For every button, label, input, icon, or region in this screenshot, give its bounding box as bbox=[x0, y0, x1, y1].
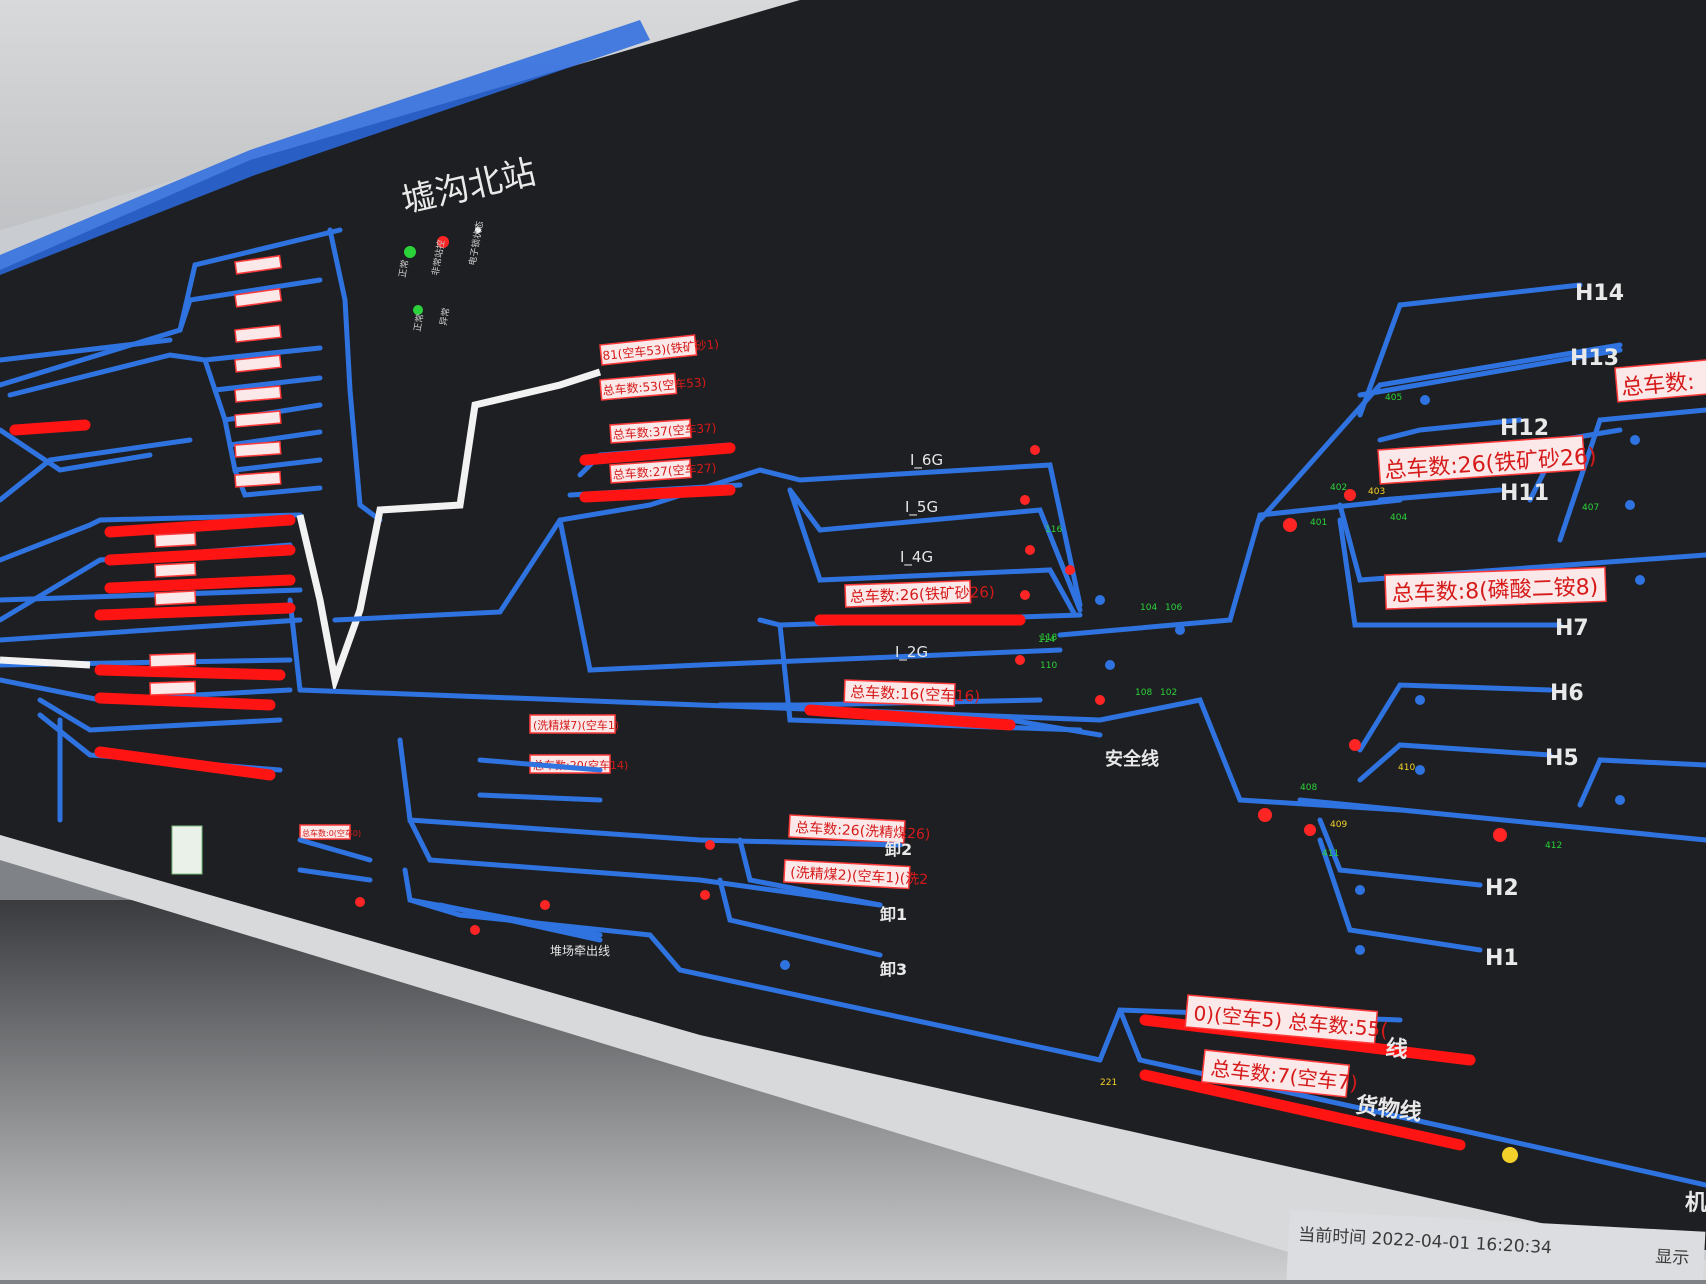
footer-bar bbox=[1286, 1210, 1706, 1284]
footer-extra: 显示 bbox=[1655, 1247, 1690, 1269]
switch-411: 411 bbox=[1322, 849, 1339, 859]
switch-407: 407 bbox=[1582, 503, 1599, 513]
legend-label-4: 正常 bbox=[411, 313, 426, 333]
lower-trim bbox=[0, 835, 1706, 1280]
label-mid-empty16: 总车数:16(空车16) bbox=[850, 683, 980, 706]
right-yard bbox=[1257, 282, 1706, 955]
exit-line-label: 堆场牵出线 bbox=[550, 944, 610, 958]
end-h12: H12 bbox=[1500, 416, 1549, 441]
legend-dot-station bbox=[437, 236, 449, 248]
label-bot1-suffix: 线 bbox=[1384, 1035, 1409, 1063]
label-left-small: 总车数:0(空车0) bbox=[302, 828, 361, 838]
label-box-coal1 bbox=[529, 714, 616, 734]
switch-408: 408 bbox=[1300, 783, 1317, 793]
label-box-right-iron bbox=[1377, 434, 1586, 485]
label-box-coal4 bbox=[783, 859, 911, 890]
switch-numbers: 401 402 403 404 405 407 408 409 410 411 … bbox=[1038, 393, 1599, 1088]
label-top3: 总车数:37(空车37) bbox=[612, 420, 717, 442]
end-h13: H13 bbox=[1570, 346, 1619, 371]
legend-label-1: 正常 bbox=[396, 259, 411, 279]
switch-405: 405 bbox=[1385, 393, 1402, 403]
end-h7: H7 bbox=[1555, 616, 1589, 641]
yellow-signal bbox=[1502, 1147, 1518, 1163]
track-i4g: I_4G bbox=[900, 548, 933, 567]
end-h5: H5 bbox=[1545, 746, 1579, 771]
legend-dot-lock bbox=[475, 227, 481, 233]
legend-dot-normal-2 bbox=[413, 305, 423, 315]
wall-indicator bbox=[171, 825, 203, 875]
switch-108: 108 bbox=[1135, 688, 1152, 698]
switch-104: 104 bbox=[1140, 603, 1157, 613]
switch-110: 110 bbox=[1040, 661, 1057, 671]
switch-102: 102 bbox=[1160, 688, 1177, 698]
end-safety: 安全线 bbox=[1105, 748, 1159, 770]
switch-118: 118 bbox=[1040, 633, 1057, 643]
end-xie3: 卸3 bbox=[880, 960, 907, 979]
label-box-right-top bbox=[1614, 358, 1706, 403]
label-box-bot1 bbox=[1184, 994, 1379, 1045]
switch-404: 404 bbox=[1390, 513, 1407, 523]
switch-402: 402 bbox=[1330, 483, 1347, 493]
label-box-coal3 bbox=[788, 814, 906, 844]
switch-409: 409 bbox=[1330, 820, 1347, 830]
switch-116: 116 bbox=[1045, 525, 1062, 535]
switch-412: 412 bbox=[1545, 841, 1562, 851]
label-mid-iron: 总车数:26(铁矿砂26) bbox=[850, 583, 995, 606]
label-box-mid-empty16 bbox=[843, 679, 956, 707]
switch-106: 106 bbox=[1165, 603, 1182, 613]
end-h6: H6 bbox=[1550, 681, 1584, 706]
lower-tracks bbox=[297, 737, 1706, 1188]
end-ji: 机 bbox=[1685, 1191, 1706, 1216]
label-coal1: (洗精煤7)(空车1) bbox=[533, 718, 619, 732]
legend-label-5: 异常 bbox=[437, 307, 452, 327]
track-i6g: I_6G bbox=[910, 451, 943, 470]
end-h1: H1 bbox=[1485, 946, 1519, 971]
main-tracks bbox=[297, 442, 1403, 813]
label-top4: 总车数:27(空车27) bbox=[612, 460, 717, 482]
label-box-right-phos bbox=[1384, 566, 1607, 610]
switch-114: 114 bbox=[1038, 635, 1055, 645]
track-i5g: I_5G bbox=[905, 498, 938, 517]
label-box-top3 bbox=[609, 418, 692, 444]
end-h11: H11 bbox=[1500, 481, 1549, 506]
switch-401: 401 bbox=[1310, 518, 1327, 528]
switch-410: 410 bbox=[1398, 763, 1415, 773]
end-xie2: 卸2 bbox=[885, 840, 912, 859]
switch-221: 221 bbox=[1100, 1078, 1117, 1088]
left-yard bbox=[0, 227, 602, 823]
switch-403: 403 bbox=[1368, 487, 1385, 497]
label-box-left-small bbox=[299, 824, 351, 840]
legend-dot-normal bbox=[404, 246, 416, 258]
end-h2: H2 bbox=[1485, 876, 1519, 901]
label-box-top1 bbox=[599, 334, 698, 366]
track-i2g: I_2G bbox=[895, 643, 928, 662]
end-h14: H14 bbox=[1575, 281, 1624, 306]
label-box-top4 bbox=[609, 458, 692, 484]
top-bar bbox=[0, 20, 650, 275]
label-box-mid-iron bbox=[844, 579, 972, 608]
end-xie1: 卸1 bbox=[880, 905, 907, 924]
label-box-top2 bbox=[599, 372, 678, 401]
label-box-bot2 bbox=[1200, 1049, 1351, 1098]
